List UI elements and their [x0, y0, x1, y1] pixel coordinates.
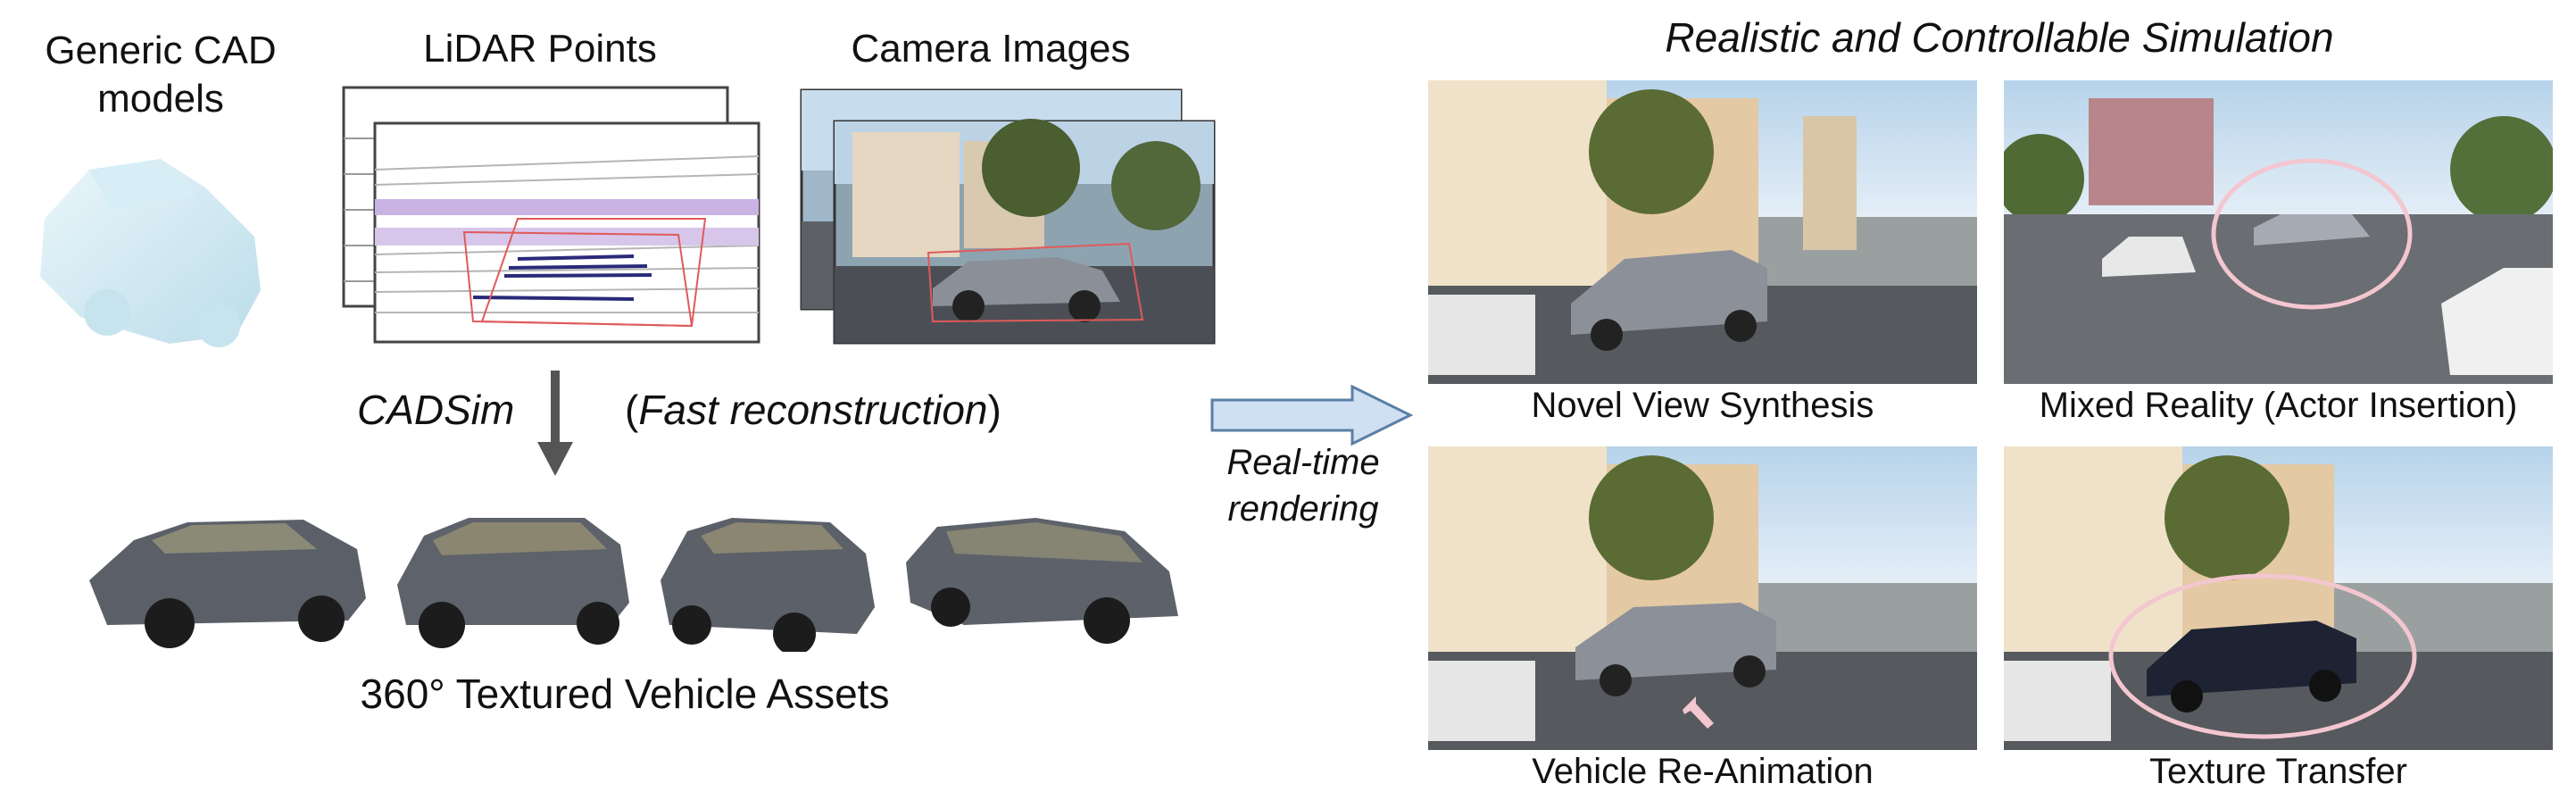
vehicle-assets-row [89, 518, 1178, 652]
panel-texture-transfer-image [2004, 446, 2553, 750]
camera-label: Camera Images [851, 27, 1131, 71]
panel-mixed-reality-image [2004, 80, 2553, 384]
render-label: Real-time rendering [1226, 443, 1380, 529]
panel-novel-view-label: Novel View Synthesis [1531, 386, 1874, 425]
panel-texture-transfer-label: Texture Transfer [2148, 752, 2407, 791]
simulation-title: Realistic and Controllable Simulation [1665, 14, 2334, 61]
method-note-close: ) [987, 387, 1001, 433]
method-note-open: ( [625, 387, 639, 433]
method-note: (Fast reconstruction) [625, 386, 1001, 434]
down-arrow [537, 371, 573, 476]
vehicle-asset-1 [89, 520, 366, 648]
lidar-label: LiDAR Points [423, 27, 657, 71]
cad-model-image [40, 159, 261, 347]
render-arrow [1210, 384, 1414, 446]
panel-reanimation-image [1428, 446, 1977, 750]
panel-reanimation-label: Vehicle Re-Animation [1532, 752, 1874, 791]
vehicle-asset-3 [661, 518, 875, 652]
camera-images [800, 88, 1216, 345]
cad-label: Generic CAD models [45, 29, 277, 121]
panel-novel-view-image [1428, 80, 1977, 384]
method-note-text: Fast reconstruction [638, 387, 988, 433]
panel-mixed-reality-label: Mixed Reality (Actor Insertion) [2039, 386, 2518, 425]
vehicle-asset-2 [397, 518, 629, 648]
vehicle-asset-4 [906, 518, 1178, 644]
assets-label: 360° Textured Vehicle Assets [360, 671, 890, 717]
lidar-points-image [342, 86, 760, 344]
method-name: CADSim [357, 387, 515, 433]
